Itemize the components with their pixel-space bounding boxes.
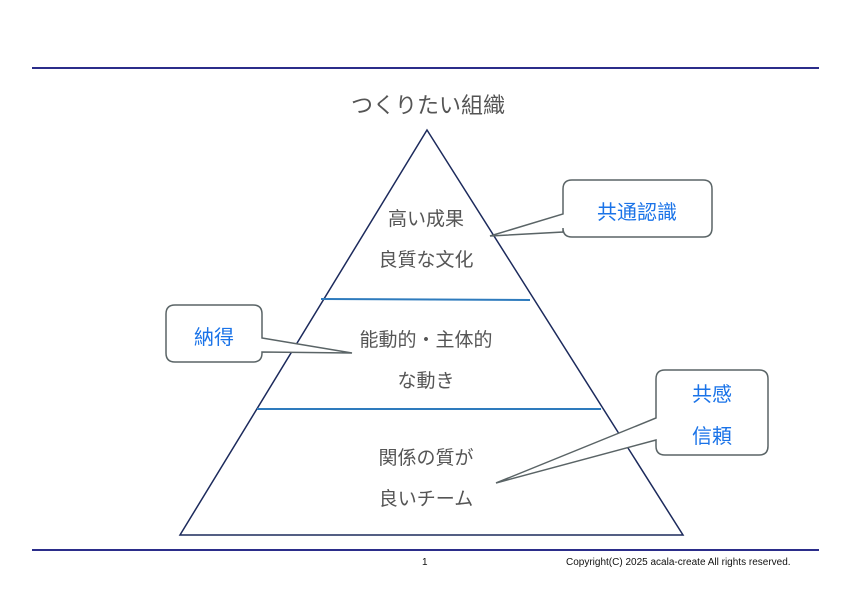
pyramid-divider-upper [320,298,531,301]
pyramid-middle-line-2: な動き [397,370,455,392]
callout-bottom-label-1: 共感 [692,382,732,406]
callout-bottom-bubble [495,369,769,484]
pyramid-outline [178,128,685,536]
pyramid-top-line-1: 高い成果 [387,208,465,230]
callout-top-bubble [489,179,713,238]
pyramid-middle-line-1: 能動的・主体的 [359,329,493,351]
callout-top-label: 共通認識 [597,200,677,224]
pyramid-top-line-2: 良質な文化 [378,249,474,271]
pyramid-bottom-line-2: 良いチーム [378,488,474,510]
copyright: Copyright(C) 2025 acala-create All right… [566,557,791,568]
callout-bottom-label-2: 信頼 [692,424,732,448]
callout-middle-bubble [165,304,353,363]
page-title: つくりたい組織 [350,94,506,119]
pyramid-bottom-line-1: 関係の質が [378,447,474,469]
callout-middle-label: 納得 [194,325,234,349]
page-number: 1 [422,557,428,568]
